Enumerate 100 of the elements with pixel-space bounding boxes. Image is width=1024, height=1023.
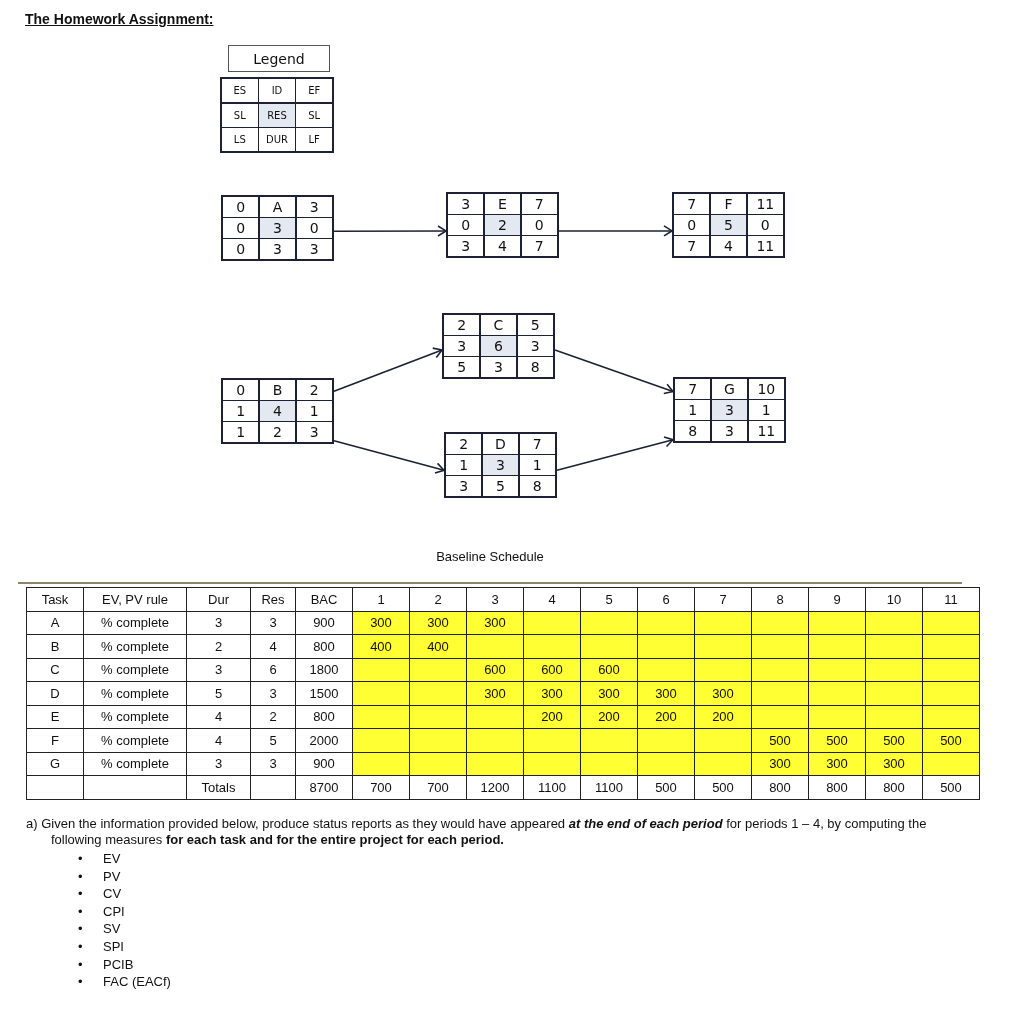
arrow — [556, 436, 674, 472]
node-value: 2 — [259, 422, 296, 442]
bullet-marker: • — [78, 973, 83, 991]
node-value: 4 — [259, 401, 296, 421]
table-value: 900 — [295, 752, 353, 776]
table-value: 800 — [751, 775, 809, 799]
node-value: 1 — [223, 422, 259, 442]
activity-node — [221, 195, 334, 261]
table-value: A — [26, 611, 84, 635]
table-value: 1100 — [523, 775, 581, 799]
node-value: 11 — [747, 236, 783, 256]
bullet-item: EV — [103, 850, 121, 868]
legend-heading: Legend — [228, 45, 330, 72]
node-value: 3 — [296, 422, 332, 442]
node-value: 0 — [296, 218, 332, 238]
chart-caption: Baseline Schedule — [435, 549, 545, 564]
node-value: 3 — [259, 239, 296, 259]
node-value: 0 — [223, 197, 259, 217]
table-value: % complete — [83, 752, 187, 776]
table-value: 3 — [186, 611, 251, 635]
column-header: 2 — [409, 587, 467, 611]
bullet-item: CPI — [103, 902, 125, 921]
table-value: 500 — [637, 775, 695, 799]
bullet-marker: • — [78, 850, 83, 868]
table-value: 1100 — [580, 775, 638, 799]
table-value: 2 — [250, 705, 296, 729]
node-value: 2 — [296, 380, 332, 400]
table-value: B — [26, 634, 84, 658]
node-value: 4 — [484, 236, 521, 256]
node-value: 1 — [223, 401, 259, 421]
node-value: 7 — [674, 236, 710, 256]
table-value: 2 — [186, 634, 251, 658]
bullet-marker: • — [78, 902, 83, 921]
table-value: % complete — [83, 634, 187, 658]
bullet-marker: • — [78, 938, 83, 956]
node-value: 3 — [711, 400, 748, 420]
node-value: 7 — [521, 194, 557, 214]
node-value: 3 — [448, 194, 484, 214]
arrow — [333, 225, 447, 237]
legend-field: EF — [296, 79, 332, 102]
node-value: 8 — [517, 357, 553, 377]
column-header: Task — [26, 587, 84, 611]
bullet-marker: • — [78, 885, 83, 903]
table-value: 4 — [186, 728, 251, 752]
table-value: 800 — [865, 775, 923, 799]
column-header: 5 — [580, 587, 638, 611]
table-value: 2000 — [295, 728, 353, 752]
node-value: E — [484, 194, 521, 214]
node-value: 7 — [674, 194, 710, 214]
table-value: D — [26, 681, 84, 705]
node-value: 8 — [519, 476, 555, 496]
column-header: Dur — [186, 587, 251, 611]
bullet-marker: • — [78, 920, 83, 938]
legend-field: RES — [259, 103, 295, 127]
bullet-item: PCIB — [103, 955, 134, 974]
activity-node — [673, 377, 786, 443]
activity-node — [444, 432, 557, 498]
node-value: 0 — [521, 215, 557, 235]
table-value: 4 — [186, 705, 251, 729]
node-value: 3 — [296, 197, 332, 217]
node-value: 3 — [711, 421, 748, 441]
node-value: 3 — [517, 336, 553, 356]
legend-field: LF — [296, 128, 332, 151]
arrow — [333, 439, 445, 474]
node-value: 3 — [296, 239, 332, 259]
legend-field: ID — [259, 79, 295, 102]
column-header: Res — [250, 587, 296, 611]
node-value: 2 — [484, 215, 521, 235]
node-value: A — [259, 197, 296, 217]
node-value: 1 — [446, 455, 482, 475]
bullet-item: SV — [103, 920, 121, 938]
table-value: 8700 — [295, 775, 353, 799]
node-value: D — [482, 434, 519, 454]
table-value: 1500 — [295, 681, 353, 705]
table-value: % complete — [83, 728, 187, 752]
bullet-item: FAC (EACf) — [103, 973, 171, 991]
table-value: 900 — [295, 611, 353, 635]
node-value: 1 — [748, 400, 784, 420]
column-header: 1 — [352, 587, 410, 611]
arrow — [558, 225, 673, 237]
node-value: 1 — [296, 401, 332, 421]
legend-key — [220, 77, 334, 153]
table-value: 700 — [409, 775, 467, 799]
legend-field: SL — [296, 103, 332, 127]
bullet-marker: • — [78, 955, 83, 974]
activity-node — [221, 378, 334, 444]
node-value: 3 — [448, 236, 484, 256]
table-value: 3 — [250, 611, 296, 635]
node-value: 3 — [446, 476, 482, 496]
node-value: 0 — [448, 215, 484, 235]
node-value: 0 — [674, 215, 710, 235]
node-value: F — [710, 194, 747, 214]
table-value: 700 — [352, 775, 410, 799]
table-value: G — [26, 752, 84, 776]
table-value: 800 — [295, 705, 353, 729]
activity-node — [446, 192, 559, 258]
node-value: 11 — [747, 194, 783, 214]
table-value: % complete — [83, 681, 187, 705]
table-value: 6 — [250, 658, 296, 682]
node-value: G — [711, 379, 748, 399]
